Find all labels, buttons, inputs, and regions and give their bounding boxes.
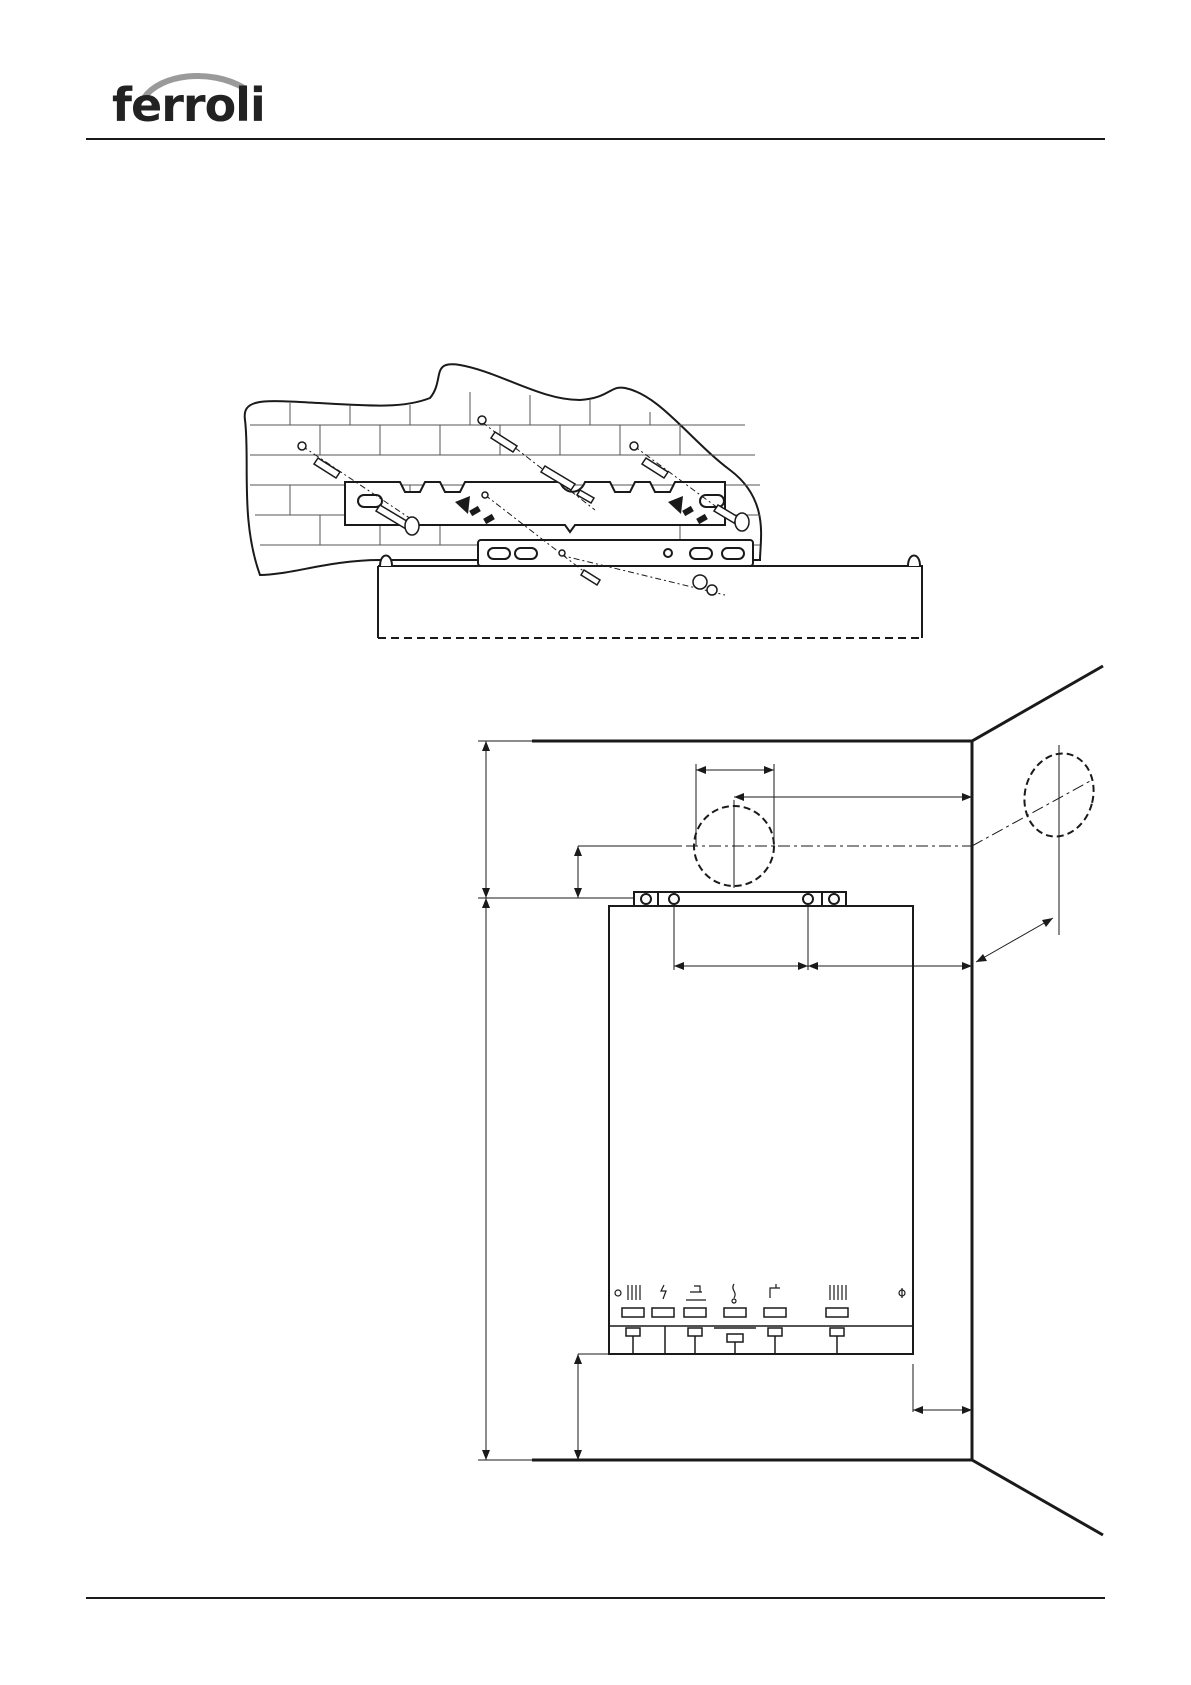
floor-line [532,1460,1103,1535]
ceiling-line [532,666,1103,741]
boiler-body [609,906,913,1354]
footer-rule [86,1597,1105,1599]
mounting-bracket [634,892,846,906]
